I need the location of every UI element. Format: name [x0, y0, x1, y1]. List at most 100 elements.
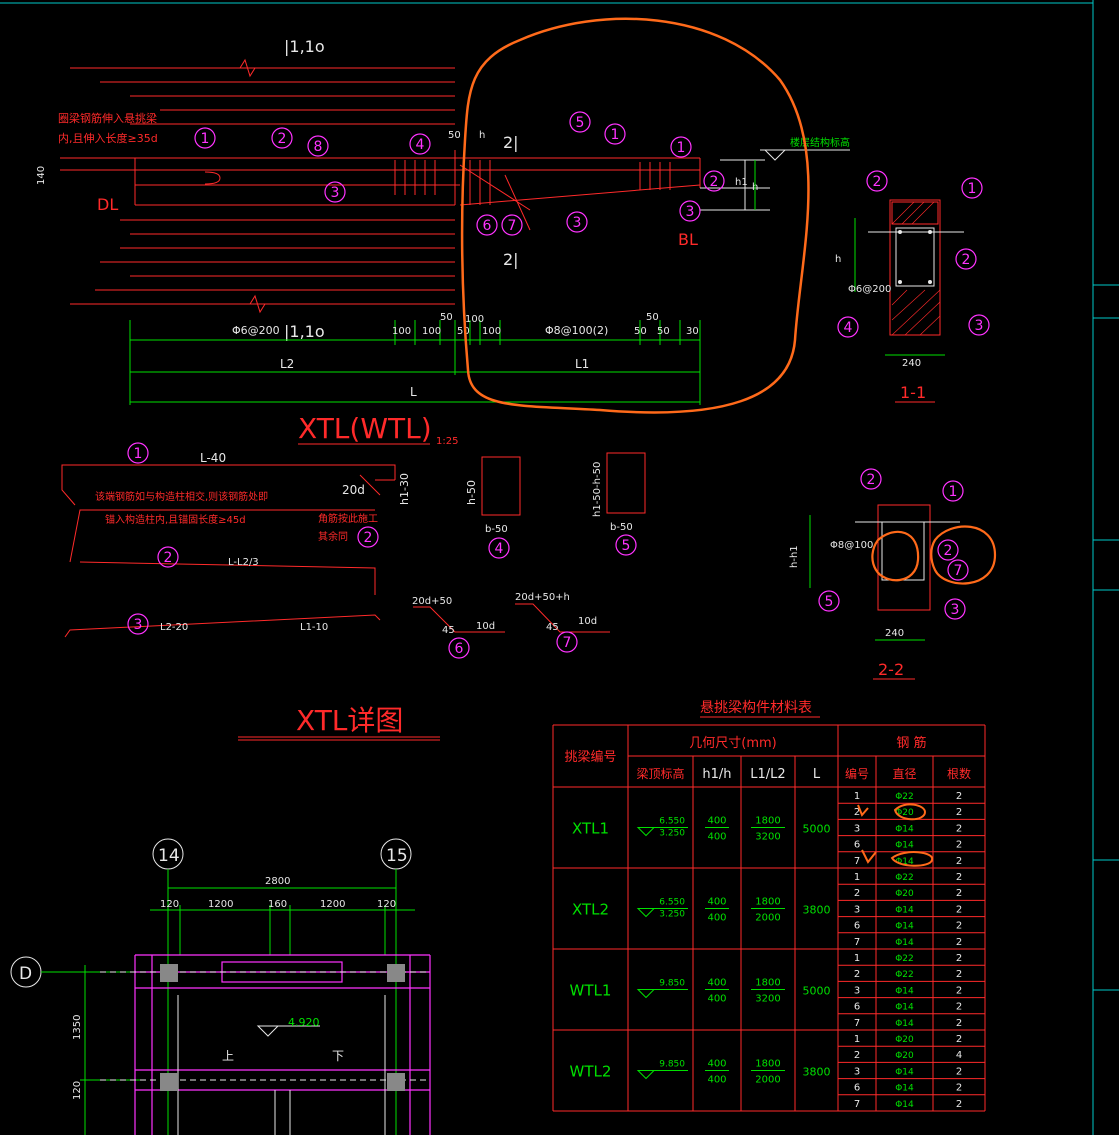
row-h1: 400	[707, 816, 726, 827]
section1-width: 240	[902, 358, 921, 369]
elev-label-circle-1: 1	[604, 123, 626, 145]
bar-count: 2	[956, 1002, 962, 1013]
row-l1: 1800	[755, 978, 780, 989]
elev-label-circle-5: 5	[569, 111, 591, 133]
bar-count: 2	[956, 969, 962, 980]
table-title: 悬挑梁构件材料表	[700, 700, 812, 716]
row-beam-id: XTL2	[572, 901, 609, 919]
bar-count: 2	[956, 1066, 962, 1077]
section2-title: 2-2	[878, 660, 904, 679]
bar1-h: h1-30	[398, 473, 411, 505]
elev-label-circle-8: 8	[307, 135, 329, 157]
bar7-angle: 45	[546, 622, 559, 633]
bar-shapes: L-40 该端钢筋如与构造柱相交,则该钢筋处即 锚入构造柱内,且锚固长度≥45d…	[61, 442, 646, 659]
sec1-label-circle-4: 4	[837, 316, 859, 338]
bar1-length: L-40	[200, 451, 226, 465]
bar-count: 2	[956, 856, 962, 867]
dim-100-a: 100	[392, 326, 411, 337]
header-count: 根数	[947, 766, 971, 781]
section2-width: 240	[885, 628, 904, 639]
bar-count: 2	[956, 823, 962, 834]
row-l2: 3200	[755, 994, 780, 1005]
bar-no: 6	[854, 1083, 860, 1094]
svg-text:3: 3	[331, 185, 340, 201]
bar-count: 2	[956, 937, 962, 948]
header-rebar: 钢 筋	[896, 735, 926, 751]
dim-100-top: 100	[465, 314, 484, 325]
header-beam-id: 挑梁编号	[564, 750, 616, 765]
bar6-end: 10d	[476, 621, 495, 632]
bar-count: 2	[956, 921, 962, 932]
row-h1: 400	[707, 978, 726, 989]
bar-no: 6	[854, 840, 860, 851]
svg-text:4: 4	[844, 320, 853, 336]
header-top-elevation: 梁顶标高	[636, 766, 684, 781]
dim-50-top: 50	[448, 130, 461, 141]
anchor-note-line1: 圈梁钢筋伸入悬挑梁	[58, 111, 157, 125]
header-bar-no: 编号	[845, 766, 869, 781]
bar3-length-b: L1-10	[300, 622, 328, 633]
sec2-label-circle-2: 2	[937, 539, 959, 561]
svg-text:3: 3	[686, 204, 695, 220]
bar-diameter: Φ14	[895, 905, 914, 915]
bar-diameter: Φ14	[895, 1084, 914, 1094]
section1-stirrup: Φ6@200	[848, 284, 891, 295]
plan-dim-1200a: 1200	[208, 899, 233, 910]
row-level-symbol	[636, 989, 688, 999]
plan-dim-120b: 120	[377, 899, 396, 910]
axis-15: 15	[386, 846, 408, 866]
bar-no: 6	[854, 1002, 860, 1013]
bar-diameter: Φ14	[895, 841, 914, 851]
header-l1l2: L1/L2	[750, 767, 785, 782]
row-L: 3800	[803, 904, 831, 917]
bar-diameter: Φ14	[895, 824, 914, 834]
dl-label: DL	[97, 195, 118, 214]
bar-label-circle-4: 4	[488, 537, 510, 559]
bar-count: 2	[956, 791, 962, 802]
beam-elevation-detail: |1,1o |1,1o 圈梁钢筋伸入悬挑梁 内,且伸入长度≥35d DL BL …	[36, 37, 850, 447]
section-mark-bottom: 2|	[503, 250, 519, 269]
bar1-other-note1: 角筋按此施工	[318, 512, 378, 525]
markup-ring-1	[893, 803, 927, 821]
markup-cloud	[460, 17, 810, 414]
bar-count: 2	[956, 1099, 962, 1110]
row-h1: 400	[707, 1059, 726, 1070]
stirrup4-h: h-50	[465, 480, 478, 505]
bar-diameter: Φ14	[895, 1100, 914, 1110]
bar-label-circle-2: 2	[357, 526, 379, 548]
bar-label-circle-1: 1	[127, 442, 149, 464]
svg-text:4: 4	[495, 541, 504, 557]
bar-no: 3	[854, 823, 860, 834]
svg-text:5: 5	[825, 594, 834, 610]
bar1-hook: 20d	[342, 483, 365, 497]
bar-diameter: Φ14	[895, 986, 914, 996]
dim-50-top-right: 50	[646, 312, 659, 323]
row-l2: 2000	[755, 913, 780, 924]
svg-text:7: 7	[954, 563, 963, 579]
row-top-elevation: 6.550	[659, 817, 685, 827]
bar1-note-line1: 该端钢筋如与构造柱相交,则该钢筋处即	[95, 490, 268, 503]
bar3-length-a: L2-20	[160, 622, 188, 633]
sec1-label-circle-2: 2	[955, 248, 977, 270]
bar-no: 1	[854, 1034, 860, 1045]
elev-label-circle-3: 3	[566, 211, 588, 233]
elev-label-circle-2: 2	[271, 127, 293, 149]
row-beam-id: XTL1	[572, 820, 609, 838]
row-top-elevation: 6.550	[659, 898, 685, 908]
row-l1: 1800	[755, 1059, 780, 1070]
bar-diameter: Φ22	[895, 970, 914, 980]
bar-no: 7	[854, 856, 860, 867]
stirrup5-b: b-50	[610, 522, 633, 533]
row-h: 400	[707, 832, 726, 843]
svg-text:3: 3	[573, 215, 582, 231]
break-label-bottom: |1,1o	[284, 322, 325, 341]
bar-no: 7	[854, 1018, 860, 1029]
bar-no: 3	[854, 1066, 860, 1077]
elev-label-circle-1: 1	[670, 136, 692, 158]
stair-plan: 14 15 D 2800 120 1200 160 1200 120 1350 …	[10, 838, 431, 1135]
svg-text:1: 1	[677, 140, 686, 156]
svg-text:1: 1	[949, 484, 958, 500]
bar-count: 2	[956, 888, 962, 899]
plan-dim-1200b: 1200	[320, 899, 345, 910]
